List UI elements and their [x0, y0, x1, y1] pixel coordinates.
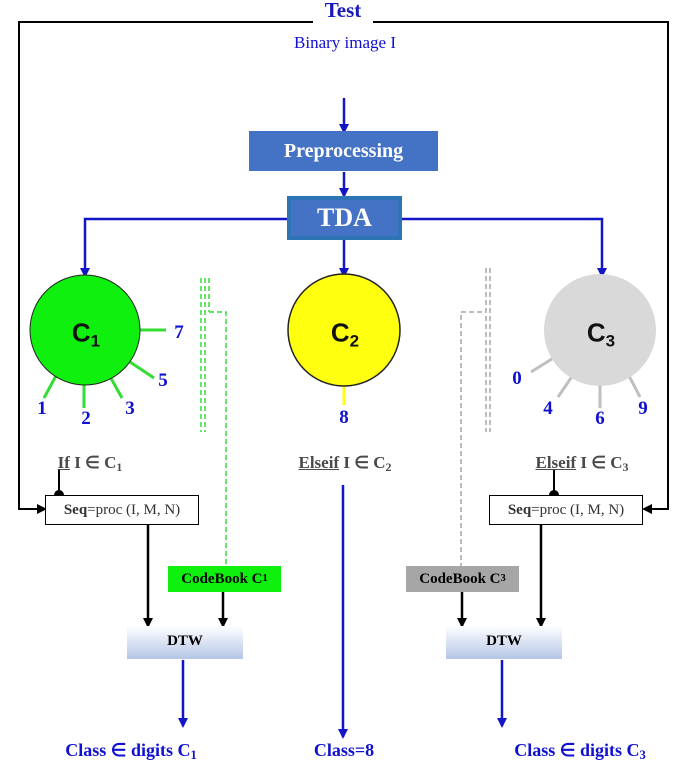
class-c2-label: C2 — [330, 317, 360, 351]
class-c1-label: C1 — [71, 317, 101, 351]
output-class-8: Class=8 — [313, 740, 375, 760]
output-class-c1: Class ∈ digits C1 — [65, 740, 197, 763]
output-class-c3: Class ∈ digits C3 — [514, 740, 646, 763]
pipeline-arrows — [80, 98, 607, 278]
seq-box-right: Seq=proc (I, M, N) — [489, 495, 643, 525]
dtw-label-right: DTW — [486, 633, 522, 649]
class-c3-label: C3 — [586, 317, 616, 351]
digit-4: 4 — [543, 398, 553, 419]
digit-8: 8 — [339, 407, 349, 428]
tda-box: TDA — [287, 196, 402, 240]
test-label: Test — [324, 0, 362, 22]
digit-2: 2 — [81, 408, 91, 429]
condition-c3: Elseif I ∈ C3 — [535, 453, 629, 474]
dtw-box-left — [127, 626, 243, 659]
condition-c2: Elseif I ∈ C2 — [298, 453, 392, 474]
test-loop-lines — [18, 21, 669, 514]
digit-5: 5 — [158, 370, 168, 391]
preprocessing-box: Preprocessing — [249, 131, 438, 171]
tda-label: TDA — [317, 203, 372, 232]
dtw-box-right — [446, 626, 562, 659]
separator-left — [200, 278, 227, 566]
digit-1: 1 — [37, 398, 47, 419]
class-c2-circle — [287, 273, 401, 387]
digit-3: 3 — [125, 398, 135, 419]
seq-box-left: Seq=proc (I, M, N) — [45, 495, 199, 525]
digit-6: 6 — [595, 408, 605, 429]
class-c3-circle — [544, 274, 656, 386]
class-c1-circle — [29, 274, 141, 386]
dtw-label-left: DTW — [167, 633, 203, 649]
input-image-label: Binary image I — [294, 33, 396, 52]
digit-7: 7 — [174, 322, 184, 343]
separator-right — [460, 268, 491, 566]
digit-0: 0 — [512, 368, 522, 389]
seq-to-dtw-arrows — [143, 525, 546, 628]
output-arrows — [178, 485, 507, 739]
condition-c1: If I ∈ C1 — [57, 453, 123, 474]
digit-9: 9 — [638, 398, 648, 419]
preprocessing-label: Preprocessing — [283, 139, 404, 162]
